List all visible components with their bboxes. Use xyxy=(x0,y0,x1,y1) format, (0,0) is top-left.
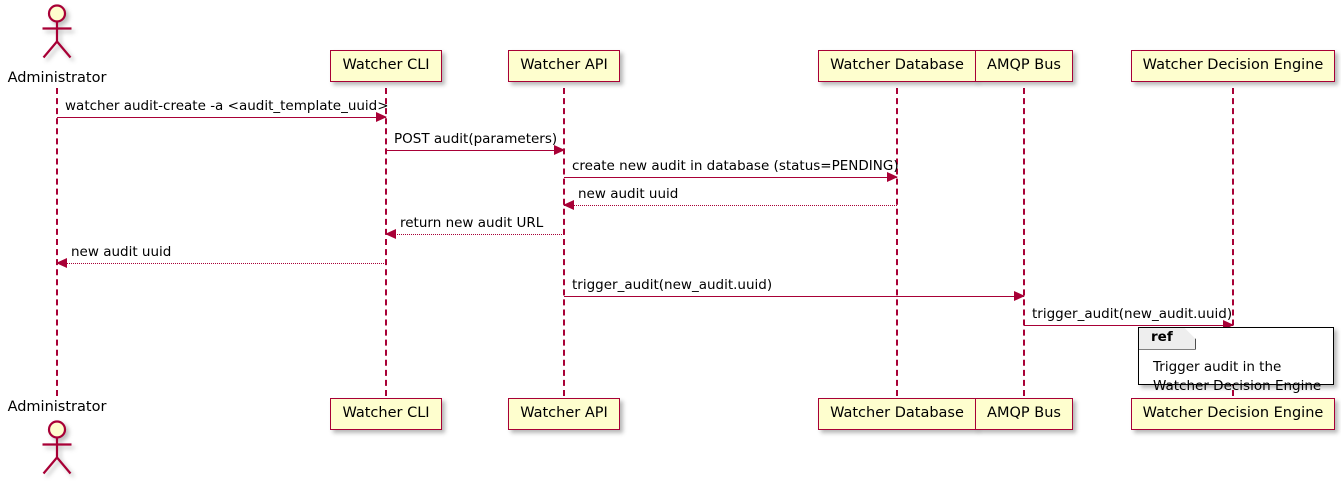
lifeline-watcher-db xyxy=(896,88,898,396)
arrowhead-4 xyxy=(563,200,574,210)
message-line-8 xyxy=(1024,325,1233,326)
message-label-8: trigger_audit(new_audit.uuid) xyxy=(1032,305,1233,322)
message-line-3 xyxy=(564,177,897,178)
ref-tab-label: ref xyxy=(1139,328,1196,350)
participant-watcher-cli-bottom[interactable]: Watcher CLI xyxy=(330,398,442,430)
actor-administrator-bottom xyxy=(37,418,77,480)
arrowhead-8 xyxy=(1223,320,1234,330)
participant-decision-engine-bottom[interactable]: Watcher Decision Engine xyxy=(1130,398,1336,430)
message-label-1: watcher audit-create -a <audit_template_… xyxy=(65,97,389,114)
participant-watcher-api-bottom[interactable]: Watcher API xyxy=(508,398,620,430)
lifeline-administrator xyxy=(56,88,58,396)
message-label-6: new audit uuid xyxy=(71,243,172,260)
message-label-3: create new audit in database (status=PEN… xyxy=(572,157,899,174)
arrowhead-6 xyxy=(56,258,67,268)
message-line-5 xyxy=(386,234,564,235)
ref-fragment-line-1: Trigger audit in the xyxy=(1153,359,1282,375)
arrowhead-7 xyxy=(1014,291,1025,301)
actor-label-administrator-top: Administrator xyxy=(7,70,107,86)
message-label-5: return new audit URL xyxy=(400,214,544,231)
participant-decision-engine-top[interactable]: Watcher Decision Engine xyxy=(1130,50,1336,82)
lifeline-watcher-api xyxy=(563,88,565,396)
arrowhead-2 xyxy=(554,145,565,155)
lifeline-watcher-cli xyxy=(385,88,387,396)
message-line-4 xyxy=(564,205,897,206)
participant-watcher-db-top[interactable]: Watcher Database xyxy=(818,50,976,82)
message-line-7 xyxy=(564,296,1024,297)
message-label-2: POST audit(parameters) xyxy=(394,130,558,147)
participant-amqp-bus-top[interactable]: AMQP Bus xyxy=(975,50,1073,82)
arrowhead-5 xyxy=(385,229,396,239)
participant-watcher-cli-top[interactable]: Watcher CLI xyxy=(330,50,442,82)
lifeline-amqp-bus xyxy=(1023,88,1025,396)
participant-watcher-db-bottom[interactable]: Watcher Database xyxy=(818,398,976,430)
message-label-4: new audit uuid xyxy=(578,185,679,202)
message-line-2 xyxy=(386,150,564,151)
message-line-6 xyxy=(57,263,386,264)
participant-amqp-bus-bottom[interactable]: AMQP Bus xyxy=(975,398,1073,430)
message-label-7: trigger_audit(new_audit.uuid) xyxy=(572,276,773,293)
actor-label-administrator-bottom: Administrator xyxy=(7,399,107,415)
participant-watcher-api-top[interactable]: Watcher API xyxy=(508,50,620,82)
message-line-1 xyxy=(57,117,386,118)
actor-administrator-top xyxy=(37,2,77,64)
arrowhead-1 xyxy=(376,112,387,122)
arrowhead-3 xyxy=(887,172,898,182)
ref-fragment-line-2: Watcher Decision Engine xyxy=(1153,378,1322,395)
lifeline-decision-engine xyxy=(1232,88,1234,396)
